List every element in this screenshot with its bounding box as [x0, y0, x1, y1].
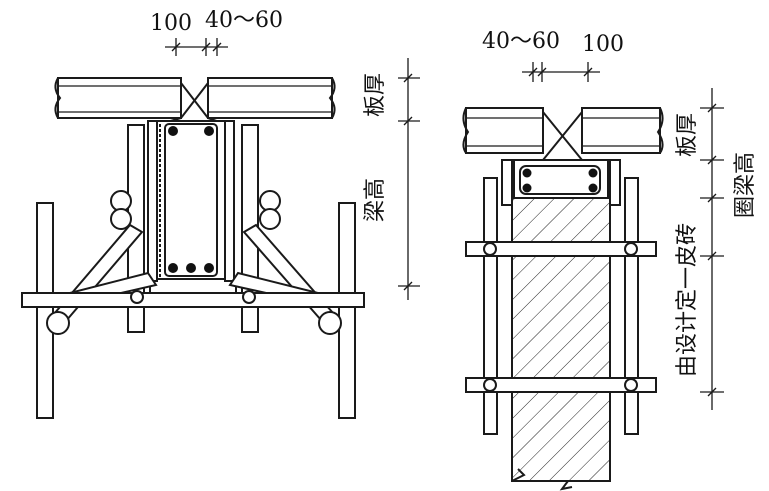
left-label-beam-height: 梁高	[363, 178, 388, 222]
right-label-ring-beam-height: 圈梁高	[733, 152, 758, 218]
left-beam-formwork-detail: 100 40～60	[21, 8, 420, 419]
left-vertical-dimension: 板厚 梁高	[363, 58, 420, 300]
right-ring-beam-detail: 40～60 100	[462, 29, 758, 491]
right-dim-40-60: 40～60	[482, 29, 560, 54]
right-clamp-lower	[465, 377, 657, 393]
right-ring-beam	[513, 159, 609, 199]
left-dim-40-60: 40～60	[205, 8, 283, 33]
right-top-dimension: 40～60 100	[482, 29, 624, 82]
right-slab-right	[581, 107, 664, 154]
right-top-cross	[542, 111, 583, 161]
left-slab-left	[54, 77, 182, 119]
left-label-slab-thickness: 板厚	[363, 73, 388, 117]
right-side-boards	[501, 159, 621, 206]
left-beam-section	[149, 120, 237, 294]
right-dim-100: 100	[582, 32, 624, 57]
right-label-one-brick: 由设计定一皮砖	[675, 223, 700, 377]
left-horizontal-ledger	[21, 292, 365, 308]
right-clamp-upper	[465, 241, 657, 257]
left-dim-100: 100	[150, 11, 192, 36]
right-label-slab-thickness: 板厚	[675, 113, 700, 157]
right-vertical-dimension: 板厚 圈梁高 由设计定一皮砖	[675, 88, 758, 410]
left-couplers	[46, 190, 342, 335]
right-slab-left	[462, 107, 544, 154]
right-brick-wall	[511, 195, 611, 491]
left-top-dimension: 100 40～60	[150, 8, 283, 56]
left-slab-right	[207, 77, 336, 119]
